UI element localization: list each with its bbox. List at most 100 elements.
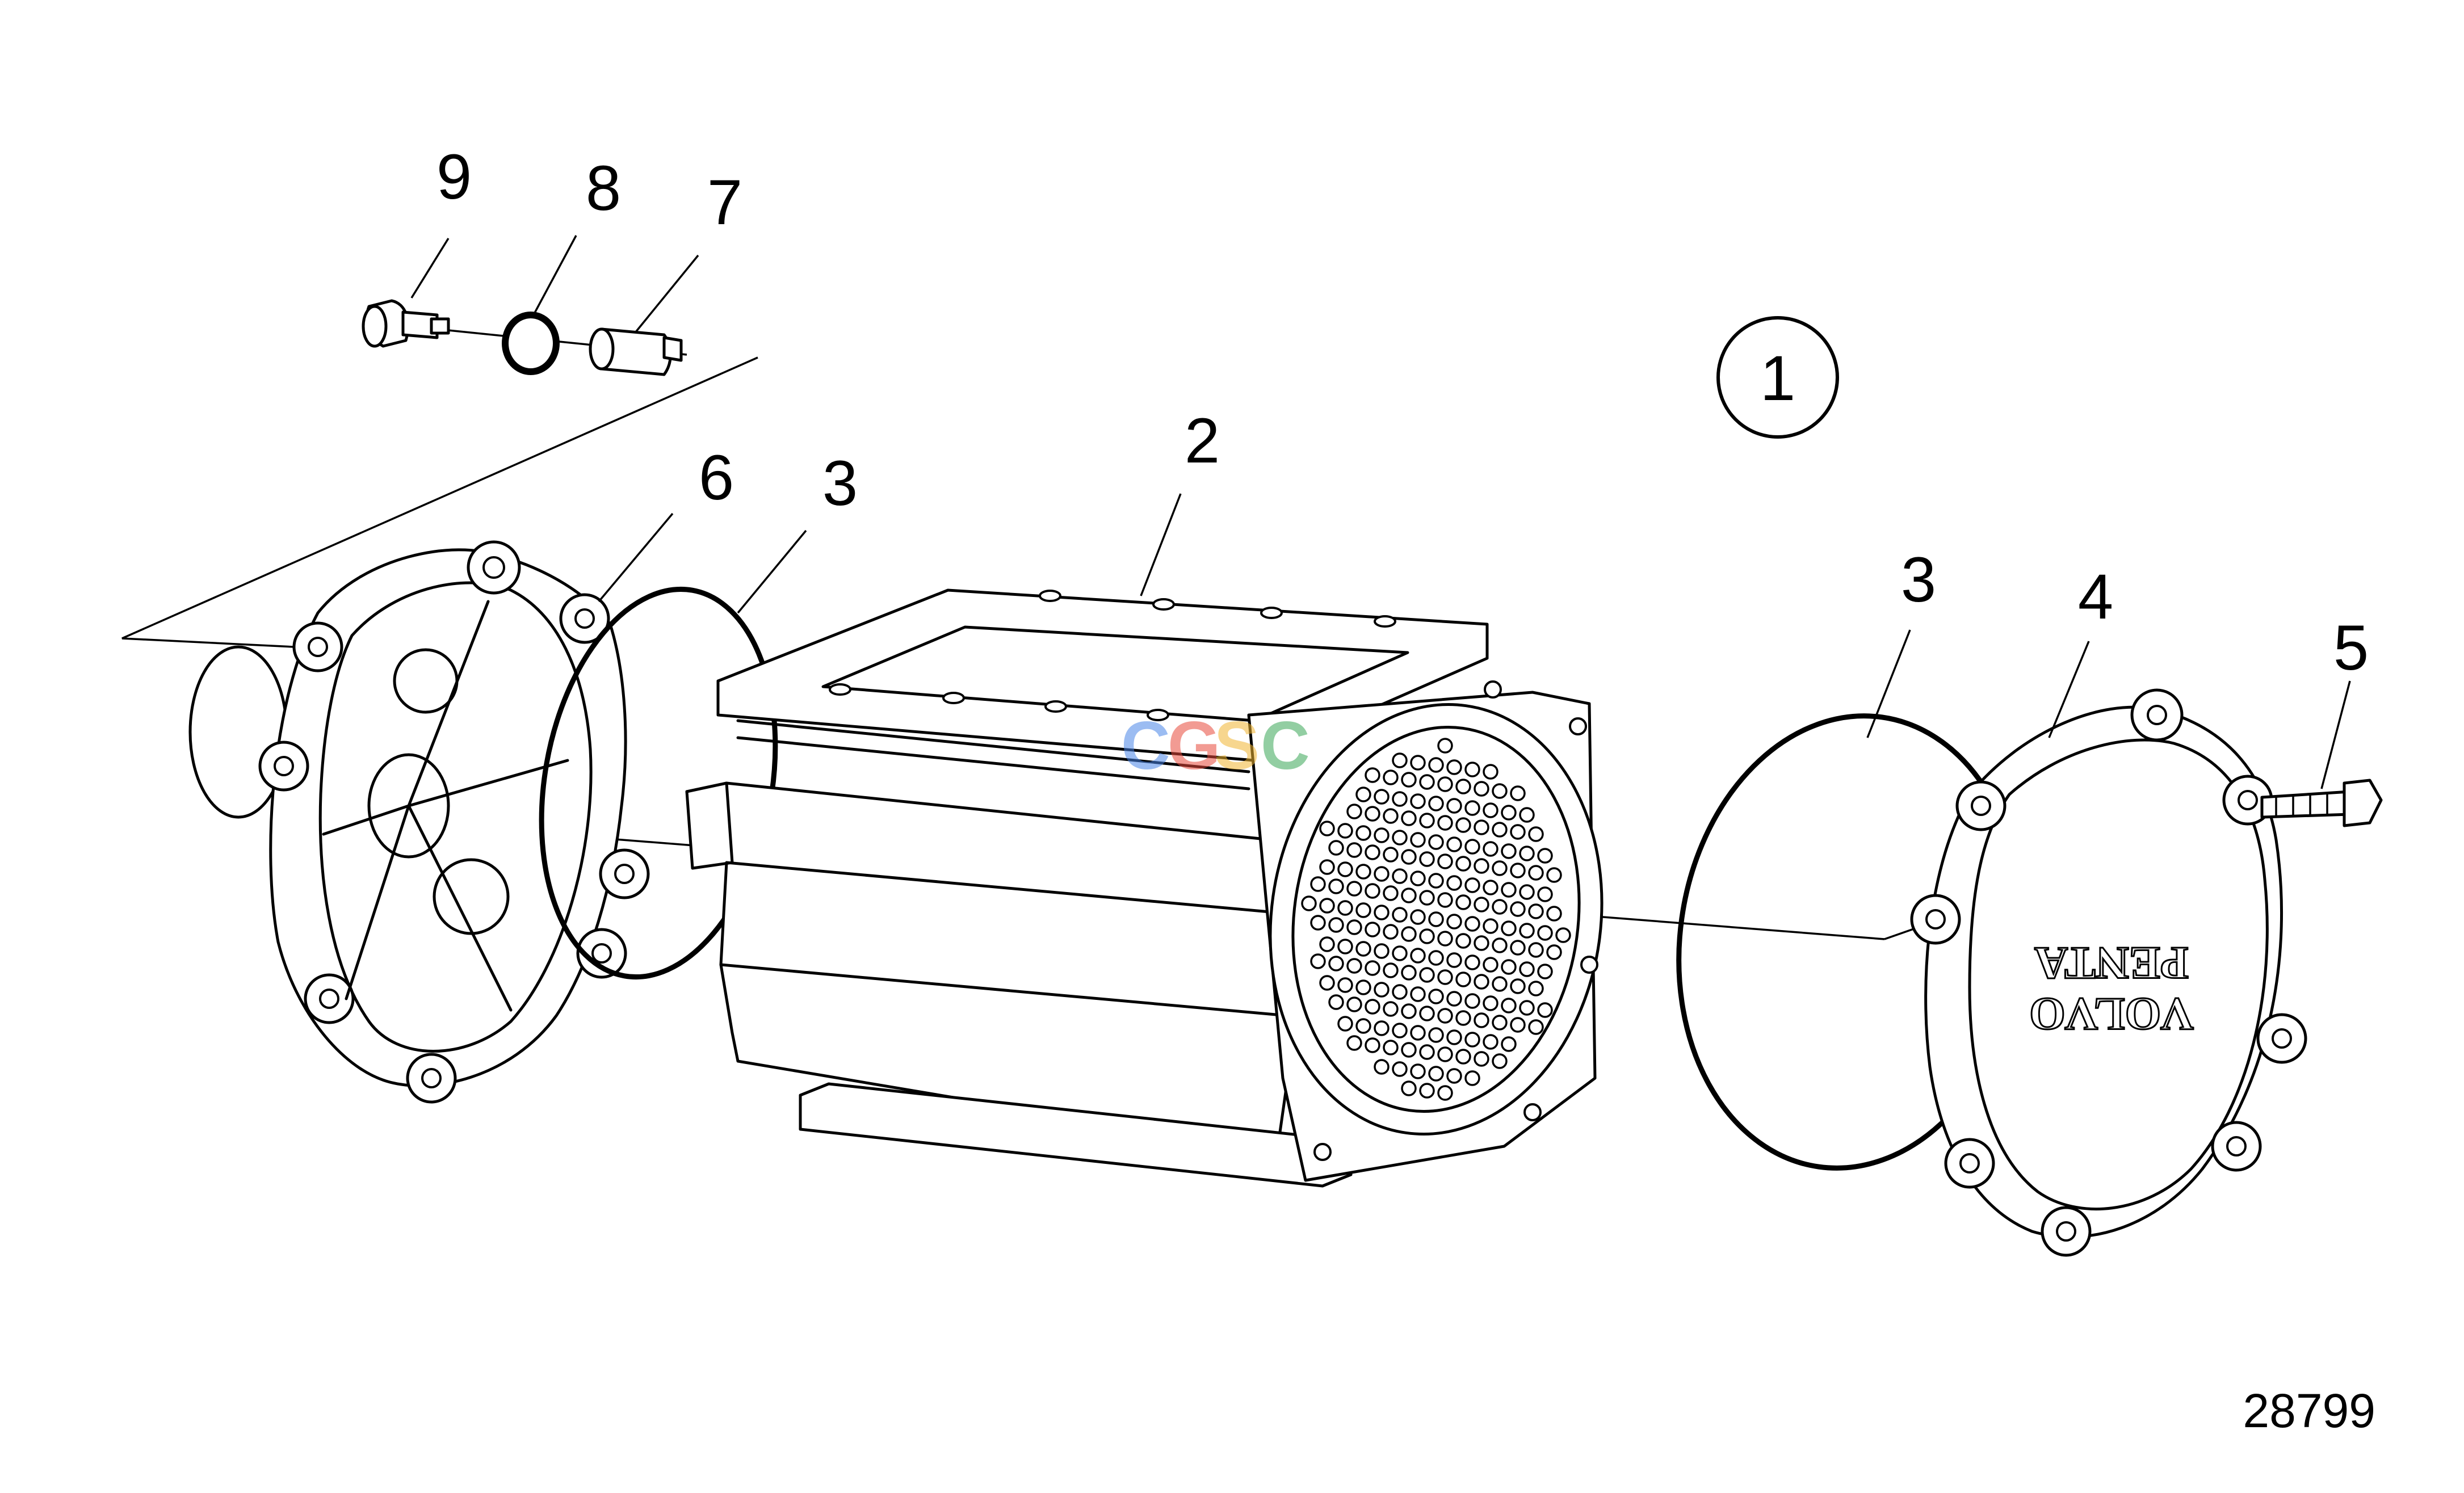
tube-hole (1392, 791, 1408, 807)
tube-hole (1310, 953, 1326, 969)
tube-hole (1365, 844, 1380, 860)
tube-hole (1510, 1017, 1526, 1033)
tube-hole (1428, 873, 1444, 889)
tube-hole (1410, 1063, 1426, 1079)
plug-part-9 (362, 299, 450, 348)
tube-hole (1501, 959, 1517, 975)
screw-part-5 (2260, 779, 2383, 827)
tube-hole (1328, 917, 1344, 933)
tube-hole (1337, 977, 1353, 993)
tube-hole (1464, 954, 1480, 970)
tube-hole (1501, 998, 1517, 1013)
tube-hole (1446, 759, 1462, 775)
tube-hole (1319, 859, 1335, 875)
callout-labels: 9 8 7 6 3 2 3 4 5 (436, 141, 2369, 683)
tube-hole (1492, 783, 1508, 799)
tube-hole (1437, 1008, 1453, 1024)
tube-hole (1510, 901, 1526, 917)
tube-hole (1446, 1029, 1462, 1045)
tube-hole (1383, 847, 1399, 863)
tube-hole (1401, 772, 1417, 788)
tube-hole (1319, 975, 1335, 991)
tube-hole (1410, 909, 1426, 925)
tube-hole (1483, 995, 1498, 1011)
tube-hole (1474, 1012, 1489, 1028)
tube-hole (1392, 752, 1408, 768)
tube-hole (1455, 1010, 1471, 1026)
tube-hole (1446, 914, 1462, 930)
tube-hole (1474, 935, 1489, 951)
tube-hole (1528, 903, 1544, 919)
tube-hole (1510, 824, 1526, 840)
tube-hole (1410, 832, 1426, 848)
tube-hole (1365, 960, 1380, 976)
tube-hole (1455, 779, 1471, 794)
tube-hole (1428, 989, 1444, 1004)
tube-holes (1301, 738, 1571, 1101)
tube-hole (1428, 911, 1444, 927)
flange-bolt-holes (829, 590, 1396, 721)
tube-hole (1365, 922, 1380, 937)
tube-hole (1355, 1018, 1371, 1034)
tube-hole (1328, 956, 1344, 971)
svg-text:PENTA: PENTA (2034, 937, 2189, 989)
tube-hole (1492, 976, 1508, 992)
tube-hole (1410, 793, 1426, 809)
tube-hole (1383, 808, 1399, 824)
tube-hole (1337, 900, 1353, 916)
figure-number: 28799 (2243, 1384, 2375, 1437)
tube-hole (1419, 967, 1435, 983)
tube-hole (1474, 1051, 1489, 1067)
tube-hole (1419, 928, 1435, 944)
tube-hole (1319, 898, 1335, 914)
tube-hole (1474, 974, 1489, 990)
tube-hole (1474, 819, 1489, 835)
tube-hole (1365, 1037, 1380, 1053)
tube-hole (1383, 924, 1399, 940)
tube-hole (1328, 840, 1344, 856)
tube-hole (1437, 892, 1453, 908)
tube-hole (1446, 1068, 1462, 1084)
tube-hole (1492, 1015, 1508, 1031)
tube-hole (1346, 842, 1362, 858)
tube-hole (1401, 1080, 1417, 1096)
callout-leaders (410, 235, 2351, 789)
tube-hole (1492, 860, 1508, 876)
tube-hole (1392, 907, 1408, 923)
tube-hole (1464, 993, 1480, 1009)
tube-hole (1328, 994, 1344, 1010)
tube-hole (1437, 738, 1453, 754)
tube-hole (1555, 927, 1571, 943)
tube-hole (1365, 883, 1380, 899)
callout-6: 6 (699, 442, 734, 513)
tube-hole (1337, 1016, 1353, 1032)
tube-hole (1464, 916, 1480, 932)
tube-hole (1455, 894, 1471, 910)
volvo-penta-logo: VOLVO PENTA (2029, 937, 2195, 1041)
tube-hole (1428, 834, 1444, 850)
tube-hole (1374, 982, 1390, 998)
tube-hole (1355, 902, 1371, 918)
tube-hole (1310, 915, 1326, 931)
tube-hole (1483, 880, 1498, 895)
tube-hole (1410, 986, 1426, 1002)
tube-hole (1346, 996, 1362, 1012)
svg-text:1: 1 (1760, 343, 1795, 414)
tube-hole (1510, 785, 1526, 801)
tube-hole (1392, 1061, 1408, 1077)
tube-hole (1346, 881, 1362, 897)
tube-hole (1446, 875, 1462, 891)
tube-hole (1501, 805, 1517, 821)
tube-hole (1437, 1085, 1453, 1101)
tube-hole (1392, 945, 1408, 961)
tube-hole (1346, 958, 1362, 974)
tube-hole (1501, 843, 1517, 859)
assembly-reference-circle: 1 (1716, 316, 1839, 439)
tube-hole (1419, 813, 1435, 828)
tube-hole (1437, 853, 1453, 869)
tube-hole (1537, 925, 1553, 941)
tube-hole (1419, 1006, 1435, 1021)
tube-hole (1446, 836, 1462, 852)
end-cover-part-4: VOLVO PENTA (1910, 688, 2307, 1257)
